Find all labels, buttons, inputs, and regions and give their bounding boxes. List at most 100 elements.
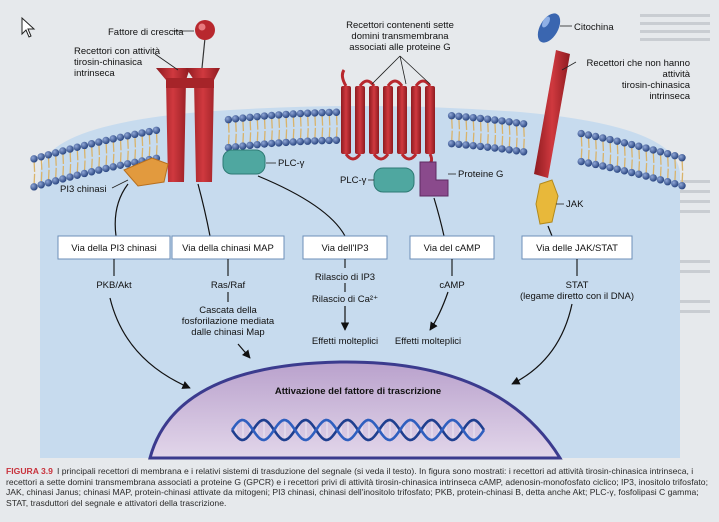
lipid-head [318,108,326,117]
lipid-head [123,160,132,168]
dna-strand [230,418,486,442]
label-camp: cAMP [439,280,464,291]
label-cascade-line2: fosforilazione mediata [182,316,275,327]
lipid-head [311,137,319,145]
label-stat-line1: STAT [566,280,589,291]
lipid-head [253,112,261,121]
lipid-head [627,140,636,149]
gpcr-helix [369,86,379,154]
label-rtk-line1: Recettori con attività [74,46,161,57]
mouse-cursor-icon [21,16,36,38]
leader-pi3 [111,179,129,189]
arrow-stat-to-nucleus [511,303,573,385]
lipid-head [591,160,600,169]
lipid-head [649,174,657,182]
lipid-head [37,181,45,189]
gpcr-loop [414,79,432,87]
lipid-head [102,164,110,173]
label-rtk-line2: tirosin-chinasica [74,57,143,68]
lipid-head [519,120,528,128]
growth-factor [195,20,215,69]
lipid-head [253,140,261,149]
lipid-head [519,148,528,156]
pathway-label: Via del cAMP [424,243,481,254]
lipid-head [469,113,477,122]
plc-gamma-shape-1 [222,149,266,175]
lipid-head [642,144,650,152]
lipid-head [289,138,297,146]
lipid-head [671,151,679,160]
lipid-head [267,111,276,120]
label-plc-gamma-1: PLC-γ [278,158,305,169]
label-nonrtk-line4: intrinseca [649,91,690,102]
label-nucleus: Attivazione del fattore di trascrizione [275,386,441,397]
lipid-head [224,115,233,124]
lipid-head [584,159,593,167]
lipid-head [620,139,629,147]
label-effects-2: Effetti molteplici [395,336,461,347]
lipid-head [80,141,89,150]
lipid-head [303,109,312,117]
lipid-head [267,139,276,148]
link-pi3 [114,183,129,237]
lipid-head [649,146,657,154]
lipid-head [325,136,333,145]
lipid-head [491,144,499,152]
plc-gamma-shape-2 [373,167,415,193]
lipid-head [483,115,492,123]
lipid-head [656,176,665,184]
lipid-head [599,162,607,170]
lipid-head [37,153,45,161]
lipid-head [231,115,240,123]
lipid-head [109,163,117,171]
label-ip3-release: Rilascio di IP3 [315,272,375,283]
lipid-head [455,112,463,121]
leader-rtk [154,53,179,71]
gpcr-loop [386,79,404,87]
lipid-head [671,179,679,188]
lipid-head [51,177,60,185]
gpcr-loop [358,79,376,87]
label-cytokine: Citochina [574,22,614,33]
arrow-cascade-to-nucleus [237,343,251,359]
label-pkb: PKB/Akt [96,280,132,291]
lipid-head [246,141,254,150]
lipid-head [296,109,305,118]
label-rasraf: Ras/Raf [211,280,246,291]
lipid-head [455,140,463,149]
label-nonrtk-line1: Recettori che non hanno [586,58,690,69]
gpcr-helix [341,86,351,154]
gpcr-loop [400,153,418,161]
lipid-head [462,141,470,149]
link-jak [547,225,553,237]
label-gpcr-line2: domini transmembrana [351,31,449,42]
lipid-head [289,110,297,118]
lipid-bilayer [30,108,686,191]
lipid-head [109,135,117,143]
arrow-pkb-to-nucleus [109,297,191,389]
label-cascade-line1: Cascata della [199,305,257,316]
lipid-head [116,133,125,142]
gpcr-helix [355,86,365,154]
lipid-head [505,118,513,126]
arrow-camp-to-effects [429,291,449,331]
g-protein-shape [419,161,449,197]
cytokine [537,13,561,43]
lipid-head [152,126,161,134]
gpcr-helix [383,86,393,154]
lipid-head [599,134,607,142]
pi3-kinase-shape [123,157,169,187]
lipid-head [59,147,67,155]
pathway-label: Via dell'IP3 [321,243,368,254]
lipid-head [239,142,247,150]
lipid-head [44,151,53,159]
lipid-head [325,108,333,117]
gpcr-receptor [340,69,435,166]
lipid-head [30,155,38,163]
lipid-head [663,150,672,158]
lipid-head [505,146,513,154]
pathway-box-pi3: Via della PI3 chinasi [57,235,171,260]
lipid-head [87,140,96,148]
lipid-head [95,138,103,146]
gpcr-loop [344,153,362,161]
